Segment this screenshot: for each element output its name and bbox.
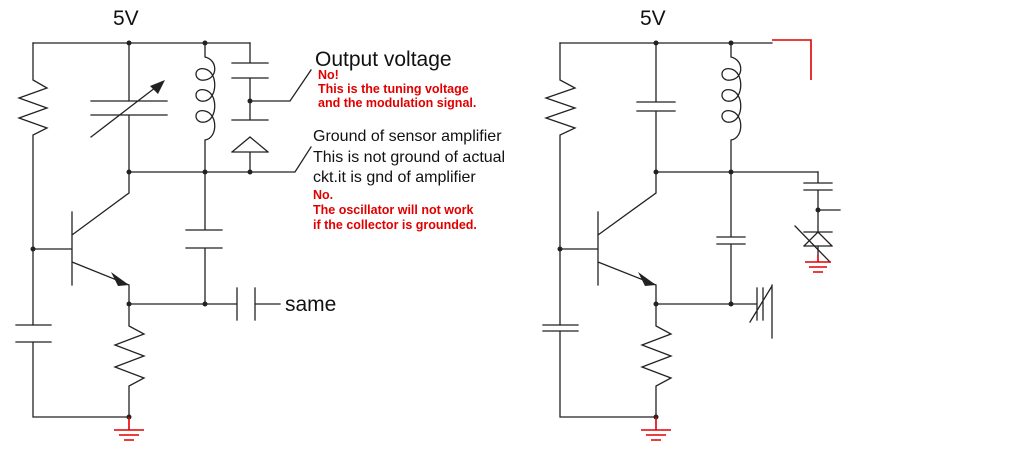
- left-base-capacitor: [15, 324, 130, 418]
- left-emitter-resistor: [113, 303, 146, 418]
- left-output-note-2: This is the tuning voltage: [318, 82, 469, 96]
- right-bias-resistor: [544, 42, 577, 326]
- right-varactor-arrow: [794, 225, 831, 263]
- left-output-note-3: and the modulation signal.: [318, 96, 476, 110]
- left-supply-label: 5V: [113, 7, 139, 30]
- right-varactor-network: [803, 171, 841, 256]
- left-output-note-1: No!: [318, 68, 339, 82]
- left-variable-capacitor-arrowhead: [150, 80, 165, 94]
- left-ground-label-2: This is not ground of actual: [313, 149, 505, 166]
- left-middle-rail: [128, 146, 312, 173]
- left-variable-capacitor: [90, 42, 168, 173]
- right-node: [815, 207, 821, 213]
- right-schematic: 5V: [542, 7, 841, 441]
- left-same-label: same: [285, 293, 336, 316]
- right-transistor: [559, 171, 657, 305]
- left-transistor: [32, 171, 130, 305]
- right-node: [728, 301, 734, 307]
- right-red-output-wire: [772, 39, 812, 80]
- left-ground-note-3: if the collector is grounded.: [313, 218, 477, 232]
- right-ground-symbol: [641, 417, 671, 441]
- right-transistor-emitter-arrow: [638, 272, 656, 286]
- right-supply-label: 5V: [640, 7, 666, 30]
- right-inductor: [721, 42, 742, 173]
- right-emitter-resistor: [640, 303, 673, 418]
- left-ground-symbol: [114, 417, 144, 441]
- right-output-capacitor: [655, 284, 773, 339]
- left-varactor-branch: [231, 42, 269, 173]
- left-inductor: [195, 42, 216, 173]
- right-varactor-ground: [805, 255, 831, 273]
- left-node: [202, 301, 208, 307]
- left-ground-note-2: The oscillator will not work: [313, 203, 473, 217]
- left-bias-resistor: [17, 42, 49, 326]
- left-schematic: 5V same: [15, 7, 505, 441]
- left-node: [247, 169, 253, 175]
- right-base-capacitor: [542, 324, 657, 418]
- right-feedback-capacitor: [716, 171, 746, 305]
- left-output-leader: [249, 69, 312, 102]
- left-output-label: Output voltage: [315, 48, 452, 71]
- left-output-capacitor: [128, 287, 281, 321]
- left-ground-label-1: Ground of sensor amplifier: [313, 128, 502, 145]
- left-ground-note-1: No.: [313, 188, 333, 202]
- left-ground-label-3: ckt.it is gnd of amplifier: [313, 169, 476, 186]
- right-tank-capacitor: [636, 42, 676, 173]
- left-variable-capacitor-arrow: [90, 83, 161, 138]
- left-transistor-emitter-arrow: [111, 272, 129, 286]
- left-feedback-capacitor: [185, 171, 223, 305]
